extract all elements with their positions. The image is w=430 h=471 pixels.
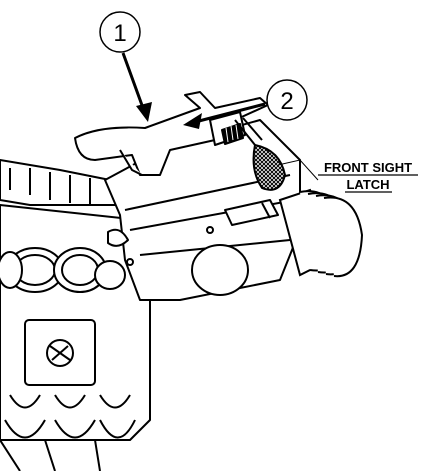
- callout-2: 2: [266, 79, 308, 121]
- barrel-collar: [278, 188, 364, 278]
- callout-1-number: 1: [113, 20, 126, 47]
- handguard: [0, 159, 151, 471]
- push-arrow: [183, 102, 266, 129]
- label-leader: [277, 159, 319, 181]
- callout-2-number: 2: [280, 88, 293, 115]
- front-sight-latch-label: FRONT SIGHT LATCH: [318, 160, 418, 193]
- label-line-1: FRONT SIGHT: [324, 160, 412, 175]
- callout-1: 1: [99, 11, 152, 122]
- label-line-2: LATCH: [346, 177, 389, 192]
